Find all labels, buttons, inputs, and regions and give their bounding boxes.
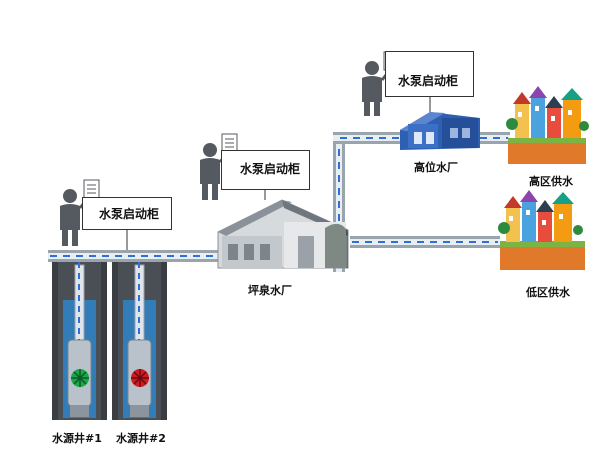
pipe-high-plant-to-high-supply bbox=[478, 132, 510, 144]
high-supply-houses bbox=[506, 86, 589, 164]
well-1-label: 水源井#1 bbox=[52, 432, 102, 445]
operator-icon-2 bbox=[200, 133, 238, 200]
low-supply-houses bbox=[498, 190, 585, 270]
high-plant-label: 高位水厂 bbox=[414, 161, 458, 174]
high-plant-building bbox=[400, 112, 480, 150]
pump-start-cabinet-3: 水泵启动柜 bbox=[385, 51, 474, 97]
pipe-plant-to-low-supply bbox=[350, 236, 500, 248]
high-supply-label: 高区供水 bbox=[529, 175, 573, 188]
pump-start-cabinet-1: 水泵启动柜 bbox=[82, 197, 172, 230]
well-2 bbox=[112, 262, 167, 420]
main-plant-building bbox=[217, 199, 349, 269]
main-plant-label: 坪泉水厂 bbox=[248, 284, 292, 297]
well-2-label: 水源井#2 bbox=[116, 432, 166, 445]
operator-icon-1 bbox=[60, 179, 100, 246]
pump-start-cabinet-1-label: 水泵启动柜 bbox=[99, 207, 160, 221]
pipe-wells-to-plant bbox=[48, 250, 228, 262]
pump-start-cabinet-2-label: 水泵启动柜 bbox=[240, 162, 301, 176]
low-supply-label: 低区供水 bbox=[526, 286, 570, 299]
pump-start-cabinet-2: 水泵启动柜 bbox=[221, 150, 310, 190]
pump-start-cabinet-3-label: 水泵启动柜 bbox=[398, 74, 459, 88]
